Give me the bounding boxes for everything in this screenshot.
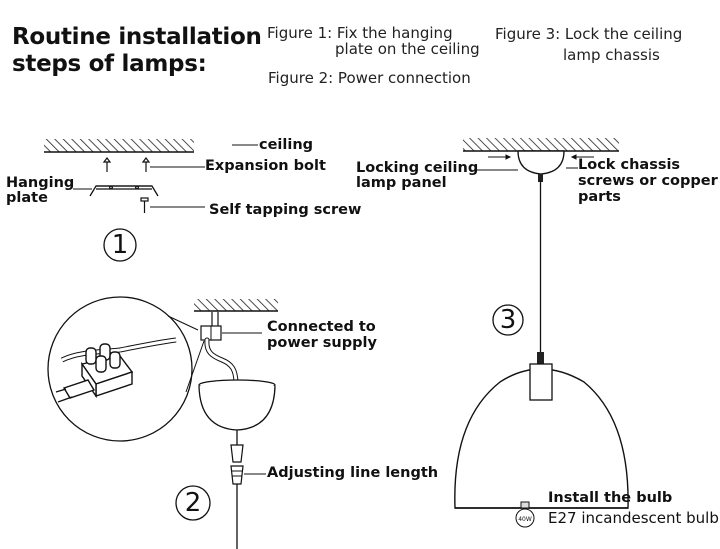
step2-drawing bbox=[47, 296, 278, 549]
lock-chassis-label-line1: Lock chassis bbox=[578, 157, 681, 173]
step3-circle bbox=[492, 304, 524, 336]
lock-chassis-label-line3: parts bbox=[578, 189, 621, 205]
ceiling-wire bbox=[211, 312, 219, 326]
figure3-caption-line1: Figure 3: Lock the ceiling bbox=[495, 25, 683, 43]
bulb-type-label: E27 incandescent bulb bbox=[548, 509, 719, 527]
lock-chassis-label-line2: screws or copper bbox=[578, 173, 718, 189]
step1-drawing bbox=[44, 139, 258, 262]
ceiling-hatch-3 bbox=[463, 138, 619, 151]
ceiling-hatch-1 bbox=[44, 139, 194, 152]
hanging-plate-label-line1: Hanging bbox=[6, 175, 75, 191]
install-bulb-label: Install the bulb bbox=[548, 490, 673, 506]
cord-grip bbox=[230, 444, 244, 463]
step3-drawing: 40W bbox=[454, 138, 629, 528]
locking-panel-label-line1: Locking ceiling bbox=[356, 160, 479, 176]
hanging-plate-label-line2: plate bbox=[6, 190, 48, 206]
ceiling-canopy bbox=[517, 150, 565, 175]
lock-arrows bbox=[488, 154, 594, 160]
power-supply-label-line2: power supply bbox=[267, 335, 377, 351]
title-line2: steps of lamps: bbox=[12, 51, 207, 77]
figure1-caption-line1: Figure 1: Fix the hanging bbox=[267, 24, 453, 42]
bulb-mark: 40W bbox=[518, 516, 532, 523]
expansion-bolt-label: Expansion bolt bbox=[205, 158, 326, 174]
bulb-icon: 40W bbox=[515, 501, 535, 528]
step2-circle bbox=[175, 485, 211, 521]
self-tapping-screw bbox=[140, 197, 149, 213]
power-supply-label-line1: Connected to bbox=[267, 319, 376, 335]
figure2-caption: Figure 2: Power connection bbox=[268, 69, 471, 87]
terminal-block-zoom bbox=[55, 337, 177, 403]
power-cable bbox=[204, 337, 239, 387]
ceiling-hatch-2 bbox=[194, 299, 278, 311]
expansion-bolt-right bbox=[141, 157, 151, 172]
hanging-plate bbox=[89, 185, 159, 197]
title-line1: Routine installation bbox=[12, 24, 262, 50]
step3-number: 3 bbox=[499, 305, 517, 335]
ceiling-label: ceiling bbox=[259, 137, 314, 153]
step2-number: 2 bbox=[184, 488, 202, 518]
expansion-bolt-left bbox=[102, 157, 112, 172]
step1-circle bbox=[103, 228, 137, 262]
step1-number: 1 bbox=[111, 230, 129, 260]
adjusting-line-label: Adjusting line length bbox=[267, 465, 439, 481]
line-adjuster bbox=[230, 465, 244, 485]
locking-panel-label-line2: lamp panel bbox=[356, 175, 447, 191]
bulb-socket bbox=[529, 363, 553, 401]
figure1-caption-line2: plate on the ceiling bbox=[335, 40, 480, 58]
canopy-dome bbox=[198, 385, 276, 431]
figure3-caption-line2: lamp chassis bbox=[563, 46, 660, 64]
self-tapping-screw-label: Self tapping screw bbox=[209, 202, 362, 218]
